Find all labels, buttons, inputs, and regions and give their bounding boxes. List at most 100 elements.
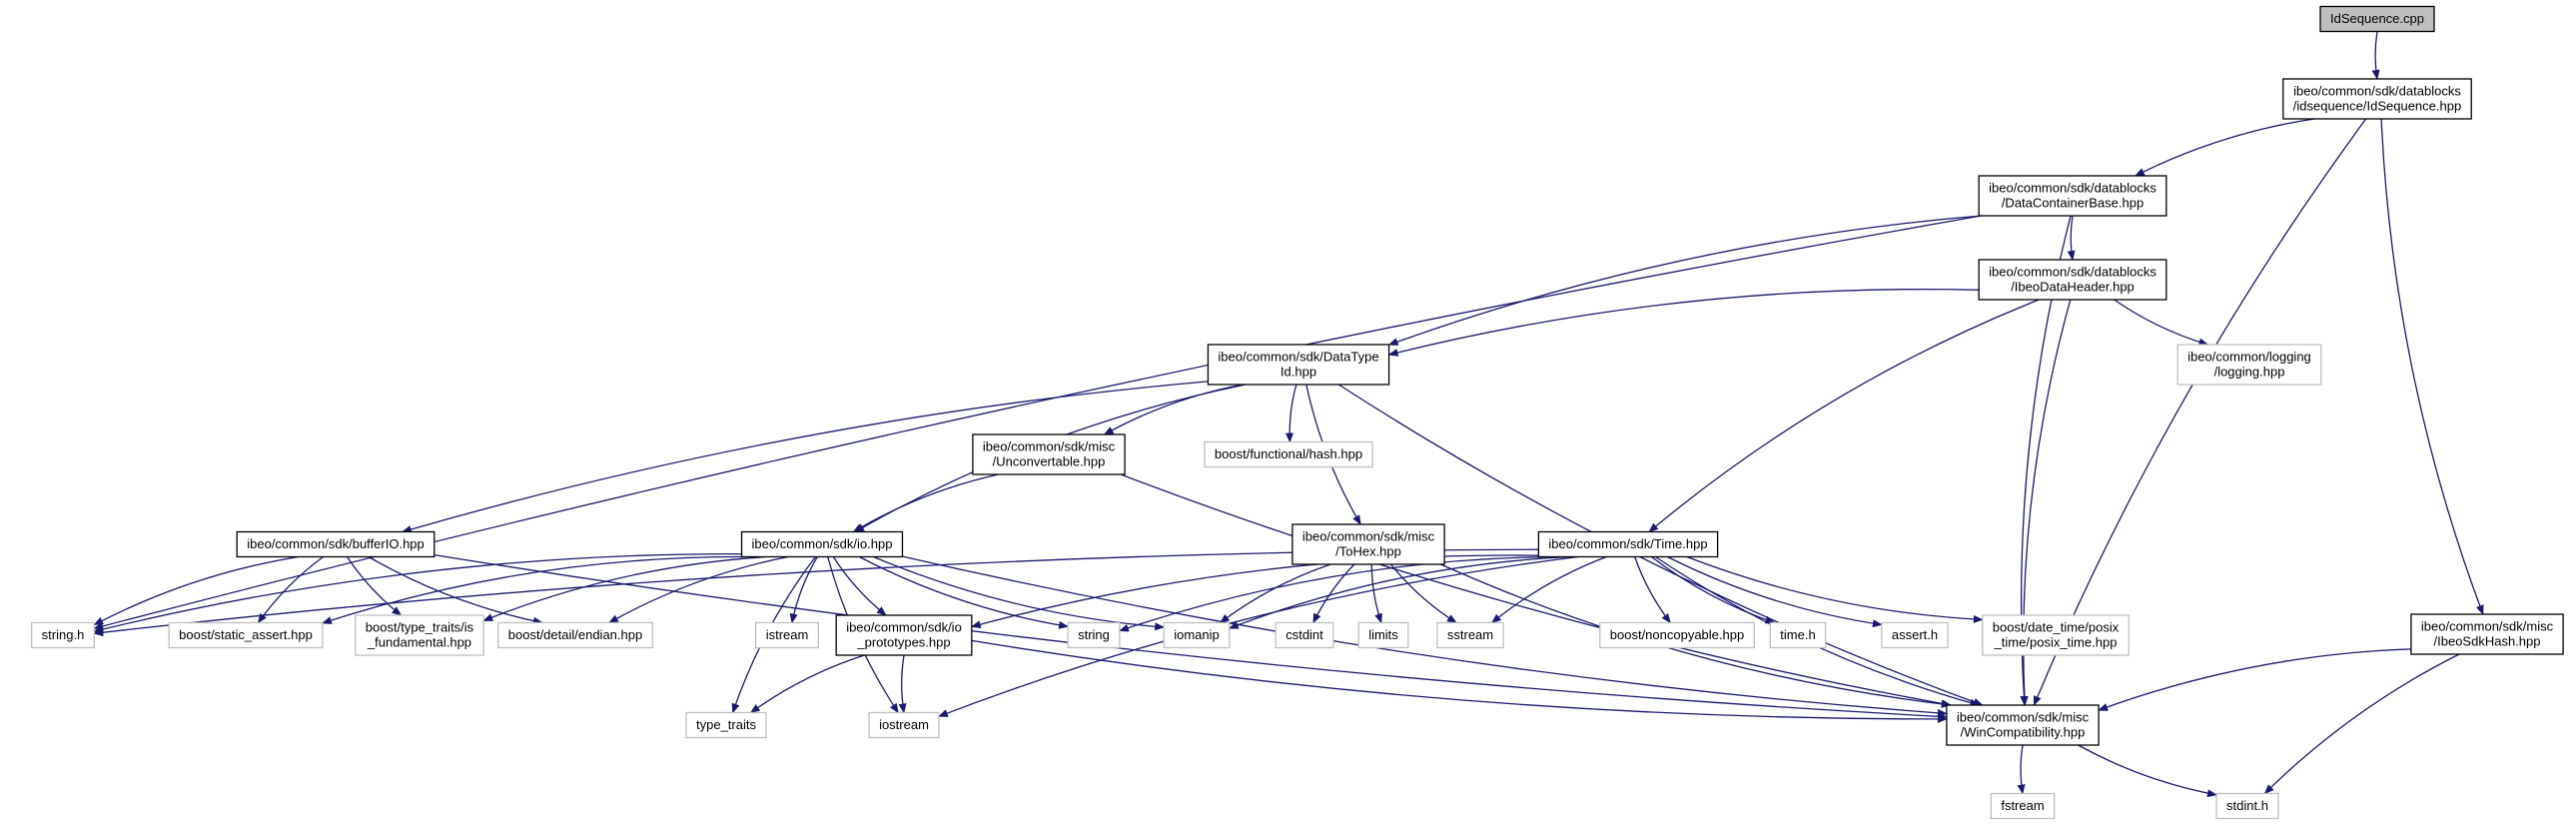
edge-io-to-stringh [93, 552, 742, 633]
edge-time-to-asserth [1667, 555, 1883, 628]
graph-node-sstream: sstream [1436, 621, 1504, 649]
node-label: assert.h [1892, 627, 1938, 642]
graph-node-ioproto[interactable]: ibeo/common/sdk/io_prototypes.hpp [835, 614, 973, 656]
edge-io-to-istream [789, 556, 818, 624]
node-box [2176, 344, 2322, 386]
graph-node-hashhpp[interactable]: ibeo/common/sdk/misc/IbeoSdkHash.hpp [2410, 613, 2564, 655]
edge-time-to-noncopy [1634, 556, 1671, 624]
node-box [1978, 259, 2167, 301]
node-label: /ToHex.hpp [1335, 544, 1401, 559]
node-box [2215, 792, 2279, 820]
graph-node-noncopy: boost/noncopyable.hpp [1599, 621, 1755, 649]
edge-time-to-sstream [1490, 555, 1607, 624]
edge-dcb-to-idh [2067, 215, 2076, 261]
node-box [1881, 621, 1949, 649]
graph-node-idh[interactable]: ibeo/common/sdk/datablocks/IbeoDataHeade… [1978, 259, 2167, 301]
edge-idseq-to-hashhpp [2380, 118, 2484, 615]
graph-node-endian: boost/detail/endian.hpp [497, 621, 653, 649]
node-box [1769, 621, 1827, 649]
edge-io-to-ioproto [832, 556, 887, 616]
edge-unconv-to-io [852, 473, 999, 533]
graph-node-unconv[interactable]: ibeo/common/sdk/misc/Unconvertable.hpp [972, 433, 1126, 475]
graph-node-fstream: fstream [1990, 792, 2056, 820]
node-box [168, 621, 324, 649]
node-box [2319, 5, 2435, 33]
edge-tohex-to-wincompat [1440, 563, 1952, 708]
node-box [497, 621, 653, 649]
node-label: boost/static_assert.hpp [179, 627, 313, 642]
edge-time-to-string [1118, 555, 1555, 632]
node-label: string.h [42, 627, 85, 642]
edge-idh-to-dti [1387, 288, 1980, 357]
graph-node-wincompat[interactable]: ibeo/common/sdk/misc/WinCompatibility.hp… [1946, 704, 2100, 746]
node-label: boost/date_time/posix [1993, 620, 2120, 635]
node-label: ibeo/common/sdk/misc [1957, 710, 2090, 725]
edge-bufio-to-endian [368, 555, 543, 625]
edges-layer [93, 31, 2484, 798]
edge-tohex-to-iomanip [1219, 563, 1331, 624]
edge-idseq-to-dcb [2135, 118, 2315, 177]
node-label: /idsequence/IdSequence.hpp [2293, 99, 2461, 114]
nodes-layer: IdSequence.cpp ibeo/common/sdk/datablocks… [31, 5, 2564, 820]
edge-ioproto-to-iostream [898, 654, 907, 714]
edge-io-to-iomanip [873, 555, 1166, 631]
node-label: boost/functional/hash.hpp [1215, 446, 1362, 461]
edge-unconv-to-wincompat [1120, 473, 1952, 708]
node-box [1599, 621, 1755, 649]
edge-io-to-endian [608, 555, 789, 624]
edge-hashhpp-to-stdinth [2263, 653, 2460, 795]
node-label: sstream [1447, 627, 1493, 642]
node-label: ibeo/common/sdk/Time.hpp [1548, 536, 1707, 551]
node-label: ibeo/common/sdk/datablocks [1989, 181, 2156, 196]
node-label: _prototypes.hpp [856, 635, 950, 650]
graph-node-idseq[interactable]: ibeo/common/sdk/datablocks/idsequence/Id… [2282, 78, 2472, 120]
graph-node-iomanip: iomanip [1163, 621, 1231, 649]
node-label: ibeo/common/sdk/misc [983, 439, 1116, 454]
node-box [355, 614, 484, 656]
node-box [236, 530, 435, 558]
edge-io-to-sassert [321, 555, 743, 624]
edge-bufio-to-isfund [346, 556, 403, 616]
node-label: ibeo/common/sdk/misc [2421, 619, 2554, 634]
node-label: Id.hpp [1281, 365, 1316, 380]
graph-node-logging: ibeo/common/logging/logging.hpp [2176, 344, 2322, 386]
node-label: iostream [879, 717, 929, 732]
node-box [1978, 175, 2167, 217]
graph-node-io[interactable]: ibeo/common/sdk/io.hpp [740, 530, 904, 558]
node-label: /IbeoDataHeader.hpp [2011, 280, 2135, 295]
graph-node-bufio[interactable]: ibeo/common/sdk/bufferIO.hpp [236, 530, 435, 558]
node-label: IdSequence.cpp [2330, 11, 2424, 26]
node-box [1163, 621, 1231, 649]
node-box [1537, 530, 1719, 558]
node-box [1067, 621, 1121, 649]
edge-dcb-to-stringh [93, 215, 1982, 630]
node-box [1946, 704, 2100, 746]
node-label: _time/posix_time.hpp [1994, 635, 2118, 650]
node-box [1982, 614, 2130, 656]
node-label: type_traits [696, 717, 756, 732]
edge-wincompat-to-fstream [2017, 744, 2026, 795]
node-label: ibeo/common/sdk/io.hpp [752, 536, 893, 551]
edge-hashhpp-to-wincompat [2098, 648, 2411, 711]
node-label: ibeo/common/sdk/io [846, 620, 962, 635]
node-label: string [1078, 627, 1110, 642]
node-label: cstdint [1286, 627, 1323, 642]
graph-node-iostream: iostream [868, 711, 940, 739]
graph-node-tohex[interactable]: ibeo/common/sdk/misc/ToHex.hpp [1291, 523, 1445, 565]
node-box [972, 433, 1126, 475]
edge-ioproto-to-wincompat [971, 639, 1948, 723]
graph-node-time[interactable]: ibeo/common/sdk/Time.hpp [1537, 530, 1719, 558]
edge-dcb-to-dti [1387, 215, 1982, 346]
node-label: _fundamental.hpp [367, 635, 471, 650]
edge-io-to-wincompat [902, 555, 1948, 717]
node-label: ibeo/common/logging [2187, 350, 2311, 365]
graph-node-cstdint: cstdint [1275, 621, 1334, 649]
node-box [835, 614, 973, 656]
node-box [31, 621, 95, 649]
node-label: fstream [2001, 798, 2044, 813]
graph-node-dcb[interactable]: ibeo/common/sdk/datablocks/DataContainer… [1978, 175, 2167, 217]
graph-node-stringh: string.h [31, 621, 95, 649]
node-box [1207, 344, 1390, 386]
edge-time-to-ioproto [970, 554, 1539, 629]
